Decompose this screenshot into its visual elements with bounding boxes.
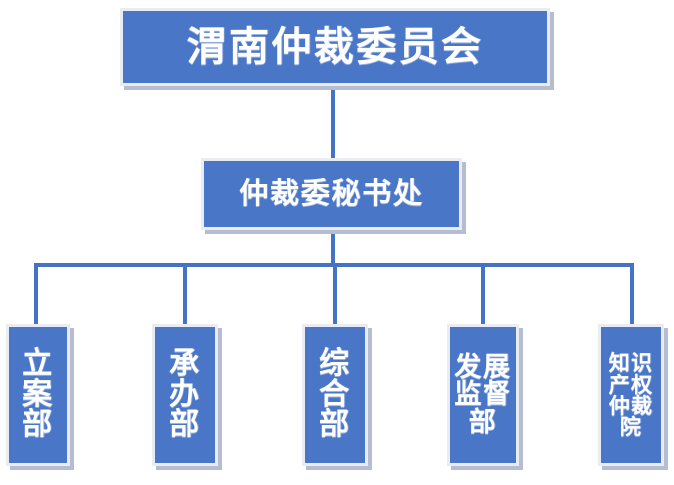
org-node-filing-department-label: 立 案 部	[22, 346, 54, 443]
org-node-intellectual-property-arbitration-institute[interactable]: 知识 产权 仲裁 院	[598, 324, 664, 466]
connector-bus-to-leaf-1	[183, 263, 187, 325]
org-node-undertaking-department[interactable]: 承 办 部	[152, 324, 218, 466]
org-node-development-supervision-department[interactable]: 发展 监督 部	[447, 324, 519, 466]
connector-root-to-secretariat	[331, 85, 335, 159]
connector-bus-to-leaf-4	[630, 263, 634, 325]
org-node-development-supervision-department-label: 发展 监督 部	[454, 351, 512, 438]
org-node-undertaking-department-label: 承 办 部	[169, 346, 201, 443]
connector-bus-to-leaf-0	[34, 263, 38, 325]
org-node-root-label: 渭南仲裁委员会	[186, 22, 484, 70]
org-node-secretariat-label: 仲裁委秘书处	[239, 176, 424, 211]
org-node-general-department[interactable]: 综 合 部	[302, 324, 368, 466]
org-node-intellectual-property-arbitration-institute-label: 知识 产权 仲裁 院	[608, 350, 654, 440]
org-node-filing-department[interactable]: 立 案 部	[6, 324, 70, 466]
org-node-general-department-label: 综 合 部	[319, 346, 351, 443]
org-node-secretariat[interactable]: 仲裁委秘书处	[201, 158, 462, 230]
connector-secretariat-to-bus	[331, 229, 335, 267]
connector-bus-to-leaf-3	[481, 263, 485, 325]
connector-bus-to-leaf-2	[333, 263, 337, 325]
org-node-root[interactable]: 渭南仲裁委员会	[120, 8, 550, 86]
